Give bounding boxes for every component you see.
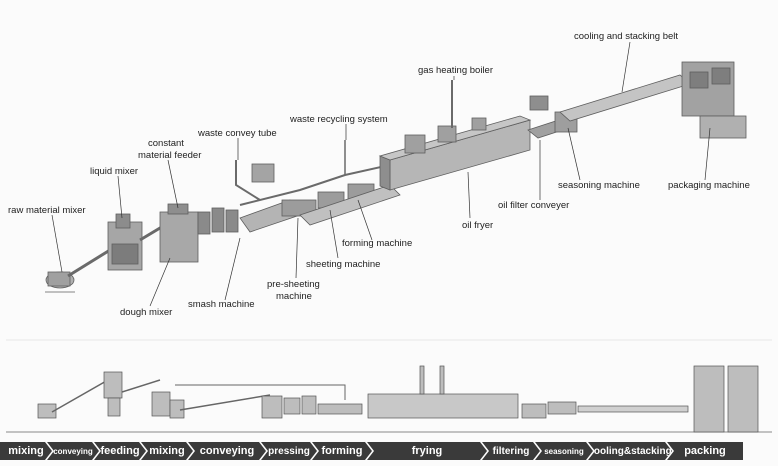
- label-forming-machine: forming machine: [342, 238, 412, 249]
- label-pre-sheeting: pre-sheeting: [267, 279, 320, 290]
- step-5-conveying: conveying: [188, 442, 266, 460]
- side-view-production-line: [6, 366, 772, 432]
- step-9-filtering: filtering: [482, 442, 540, 460]
- label-pre-sheeting-machine: machine: [276, 291, 312, 302]
- step-2-conveying: conveying: [47, 442, 99, 460]
- constant-material-feeder-machine: [160, 204, 198, 262]
- label-sheeting-machine: sheeting machine: [306, 259, 380, 270]
- packaging-machine-unit: [682, 62, 746, 138]
- step-3-feeding: feeding: [94, 442, 146, 460]
- step-1-mixing: mixing: [0, 442, 52, 460]
- label-seasoning-machine: seasoning machine: [558, 180, 640, 191]
- label-waste-convey-tube: waste convey tube: [197, 128, 277, 139]
- liquid-mixer-machine: [108, 214, 142, 270]
- label-liquid-mixer: liquid mixer: [90, 166, 138, 177]
- smash-machine-unit: [198, 208, 238, 234]
- isometric-production-line: [45, 62, 746, 292]
- label-constant: constant: [148, 138, 184, 149]
- label-packaging-machine: packaging machine: [668, 180, 750, 191]
- label-cooling-and-stacking-belt: cooling and stacking belt: [574, 31, 678, 42]
- label-dough-mixer: dough mixer: [120, 307, 172, 318]
- label-waste-recycling-system: waste recycling system: [289, 114, 388, 125]
- label-gas-heating-boiler: gas heating boiler: [418, 65, 493, 76]
- component-labels: raw material mixer liquid mixer constant…: [8, 31, 750, 318]
- label-material-feeder: material feeder: [138, 150, 201, 161]
- label-oil-filter-conveyer: oil filter conveyer: [498, 200, 569, 211]
- step-10-seasoning: seasoning: [535, 442, 593, 460]
- label-raw-material-mixer: raw material mixer: [8, 205, 86, 216]
- process-steps-bar: mixingconveyingfeedingmixingconveyingpre…: [0, 442, 778, 460]
- step-8-frying: frying: [367, 442, 487, 460]
- step-12-packing: packing: [667, 442, 743, 460]
- step-7-forming: forming: [312, 442, 372, 460]
- step-6-pressing: pressing: [261, 442, 317, 460]
- oil-fryer-machine: [380, 80, 530, 190]
- step-4-mixing: mixing: [141, 442, 193, 460]
- step-11-cooling-stacking: cooling&stacking: [588, 442, 672, 460]
- label-smash-machine: smash machine: [188, 299, 255, 310]
- label-oil-fryer: oil fryer: [462, 220, 493, 231]
